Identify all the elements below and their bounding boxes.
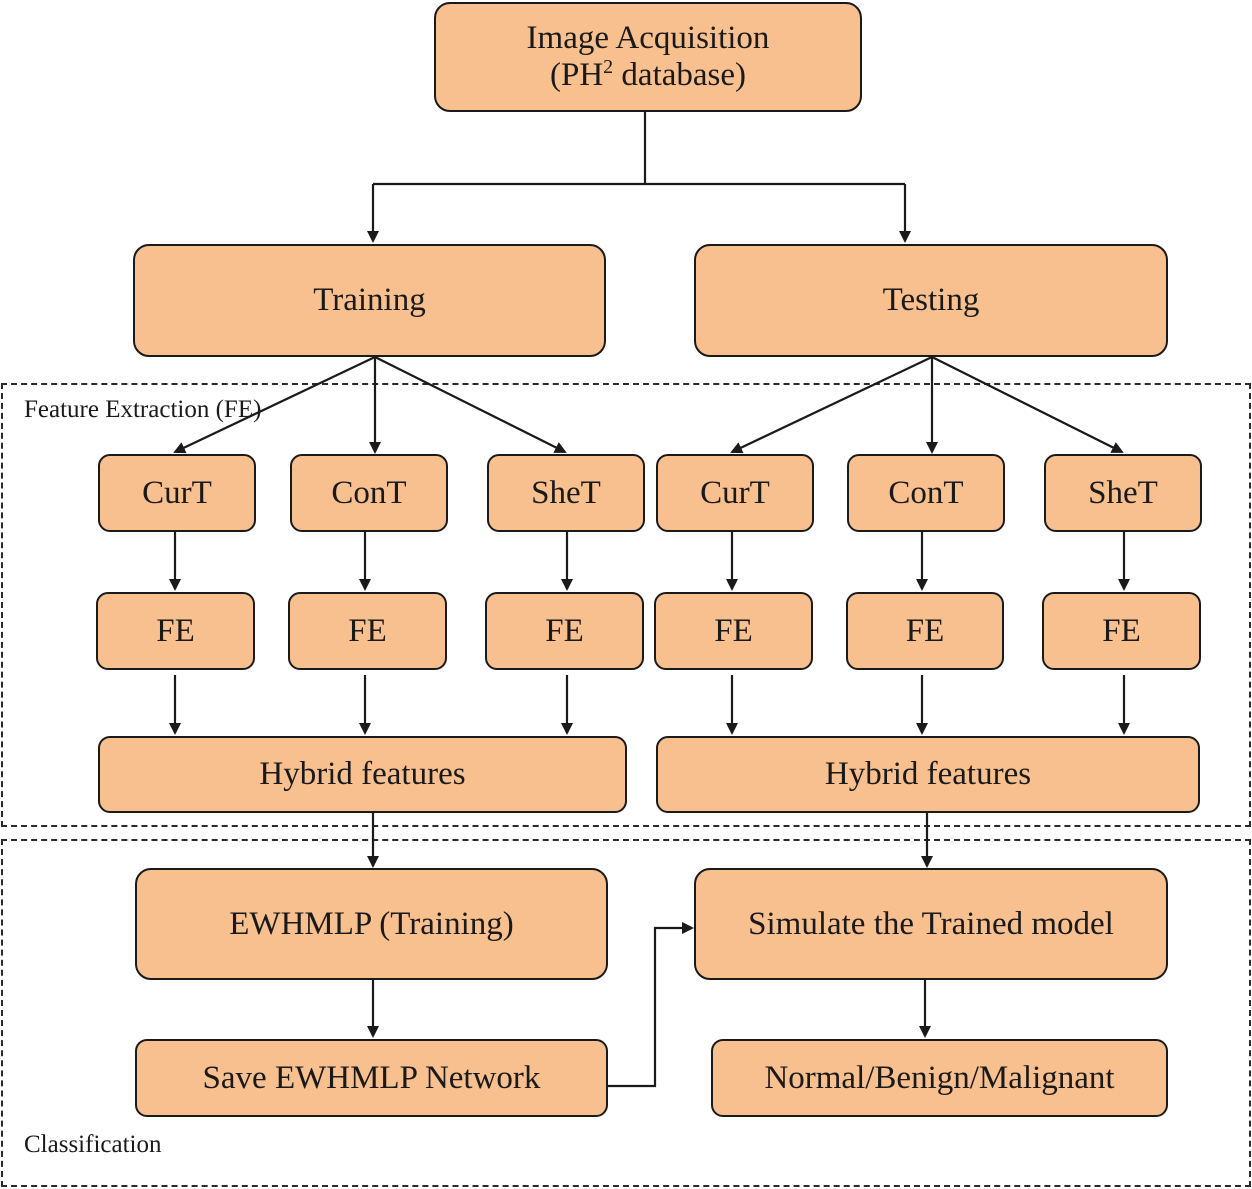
training-node: Training — [133, 244, 606, 357]
normal-benign-malignant-node: Normal/Benign/Malignant — [711, 1039, 1168, 1117]
shet-train-node: SheT — [487, 454, 645, 532]
feature-extraction-label: Feature Extraction (FE) — [24, 396, 262, 423]
fe-node-5: FE — [846, 592, 1004, 670]
fe-node-6: FE — [1042, 592, 1201, 670]
arrow-testing-shet — [931, 356, 1124, 453]
arrow-training-shet — [374, 356, 567, 453]
save-ewhmlp-network-node: Save EWHMLP Network — [135, 1039, 608, 1117]
arrow-testing-curt — [730, 356, 933, 454]
testing-node: Testing — [694, 244, 1168, 357]
curt-test-node: CurT — [656, 454, 814, 532]
hybrid-features-train-node: Hybrid features — [98, 736, 627, 813]
shet-test-node: SheT — [1044, 454, 1202, 532]
hybrid-features-test-node: Hybrid features — [656, 736, 1200, 813]
classification-region — [1, 839, 1251, 1187]
curt-train-node: CurT — [98, 454, 256, 532]
fe-node-2: FE — [288, 592, 447, 670]
simulate-trained-model-node: Simulate the Trained model — [694, 868, 1168, 980]
fe-node-4: FE — [654, 592, 813, 670]
cont-train-node: ConT — [290, 454, 448, 532]
image-acquisition-title: Image Acquisition — [526, 20, 770, 56]
cont-test-node: ConT — [847, 454, 1005, 532]
fe-node-3: FE — [485, 592, 644, 670]
classification-label: Classification — [24, 1131, 162, 1158]
image-acquisition-subtitle: (PH2 database) — [549, 56, 747, 93]
fe-node-1: FE — [96, 592, 255, 670]
image-acquisition-node: Image Acquisition (PH2 database) — [434, 2, 862, 112]
arrow-training-curt — [173, 356, 376, 454]
ewhmlp-training-node: EWHMLP (Training) — [135, 868, 608, 980]
feature-extraction-region — [1, 383, 1251, 827]
arrow-save-simulate — [607, 922, 694, 1088]
